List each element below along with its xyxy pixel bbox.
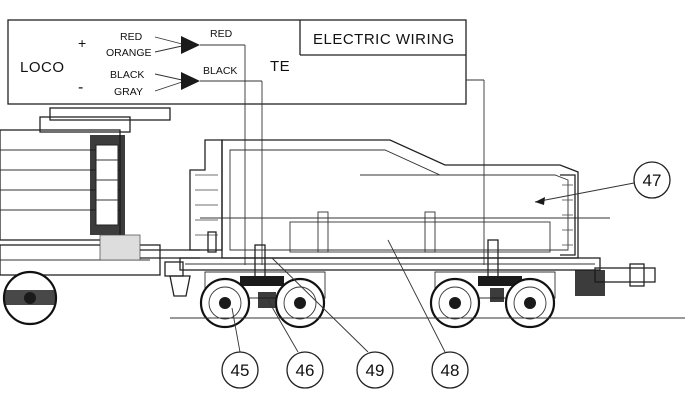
svg-text:49: 49 <box>366 361 385 380</box>
locomotive-rear <box>0 107 200 326</box>
svg-text:47: 47 <box>643 171 662 190</box>
plus-sign: + <box>78 35 86 51</box>
wire-out-red: RED <box>210 28 233 40</box>
wheel-icon <box>429 277 481 329</box>
connector-upper-icon <box>181 36 200 54</box>
wire-label-red: RED <box>120 31 143 43</box>
wire-label-gray: GRAY <box>114 86 143 98</box>
callout-45: 45 <box>221 307 259 389</box>
callout-47: 47 <box>534 161 671 205</box>
svg-text:46: 46 <box>296 361 315 380</box>
connector-lower-icon <box>181 72 200 90</box>
wheel-icon <box>274 277 326 329</box>
callout-46: 46 <box>267 299 324 389</box>
te-label: TE <box>270 58 290 75</box>
wiring-title: ELECTRIC WIRING <box>313 31 455 48</box>
minus-sign: - <box>78 79 83 96</box>
wire-label-orange: ORANGE <box>106 47 152 59</box>
loco-label: LOCO <box>20 59 65 76</box>
wheel-icon <box>504 277 556 329</box>
wire-label-black: BLACK <box>110 69 144 81</box>
wiring-box: LOCO + - RED ORANGE BLACK GRAY RED BLACK… <box>7 19 485 265</box>
wheel-icon <box>199 277 251 329</box>
wire-out-black: BLACK <box>203 65 237 77</box>
tender <box>164 139 685 329</box>
callout-49: 49 <box>271 257 394 389</box>
svg-text:48: 48 <box>441 361 460 380</box>
callout-48: 48 <box>387 239 469 389</box>
svg-text:45: 45 <box>231 361 250 380</box>
